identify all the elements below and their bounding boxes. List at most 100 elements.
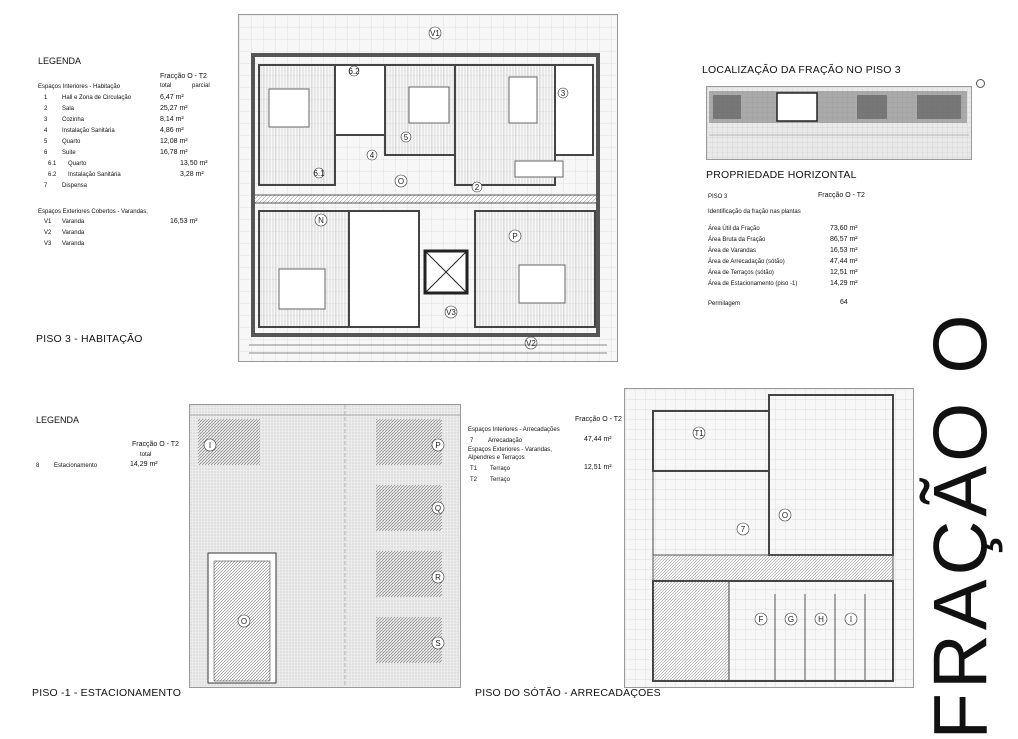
legend-row: V1 bbox=[44, 219, 52, 225]
legend-row-label: Cozinha bbox=[62, 117, 85, 123]
legend-row-partial: 13,50 m² bbox=[180, 160, 208, 167]
ownership-floor: PISO 3 bbox=[708, 194, 728, 200]
attic-row-total: 47,44 m² bbox=[584, 436, 612, 443]
attic-row-n: T2 bbox=[470, 477, 478, 483]
legend-row-label: Instalação Sanitária bbox=[68, 172, 121, 178]
attic-plan-drawing: T1 O 7 F G H I bbox=[624, 388, 914, 688]
legend-row: 6.2 bbox=[48, 172, 57, 178]
ownership-row-label: Área de Arrecadação (sótão) bbox=[708, 259, 785, 265]
floor3-plan-drawing: 6.2 3 5 4 6.1 2 O N P V1 V3 V2 bbox=[238, 14, 618, 362]
svg-text:G: G bbox=[788, 615, 794, 624]
ownership-row-label: Área de Varandas bbox=[708, 248, 756, 254]
floor3-interior-title: Espaços Interiores - Habitação bbox=[38, 84, 121, 90]
floor3-exterior-title: Espaços Exteriores Cobertos - Varandas, bbox=[38, 209, 148, 215]
legend-row-label: Dispensa bbox=[62, 183, 88, 189]
legend-row-label: Quarto bbox=[68, 161, 87, 167]
svg-text:P: P bbox=[435, 441, 440, 450]
svg-text:3: 3 bbox=[561, 89, 566, 98]
parking-row-n: 8 bbox=[36, 463, 40, 469]
svg-text:V3: V3 bbox=[446, 308, 456, 317]
legend-row: 6 bbox=[44, 150, 48, 156]
svg-text:4: 4 bbox=[370, 151, 375, 160]
legend-row: 4 bbox=[44, 128, 48, 134]
svg-text:V1: V1 bbox=[430, 29, 440, 38]
ownership-row-value: 47,44 m² bbox=[830, 258, 858, 265]
legend-row-total: 12,08 m² bbox=[160, 138, 188, 145]
attic-interior-title: Espaços Interiores - Arrecadações bbox=[468, 427, 560, 433]
svg-text:Q: Q bbox=[435, 504, 441, 513]
parking-col-total: total bbox=[140, 452, 152, 458]
svg-text:F: F bbox=[759, 615, 764, 624]
legend-row-total: 25,27 m² bbox=[160, 105, 188, 112]
svg-text:I: I bbox=[209, 441, 211, 450]
ownership-subtitle: Identificação da fração nas plantas bbox=[708, 209, 801, 215]
legend-row-label: Varanda bbox=[62, 230, 85, 236]
ownership-row-value: 14,29 m² bbox=[830, 280, 858, 287]
svg-text:H: H bbox=[818, 615, 824, 624]
svg-text:I: I bbox=[850, 615, 852, 624]
svg-text:N: N bbox=[318, 216, 324, 225]
ownership-fraction: Fracção O - T2 bbox=[818, 192, 865, 199]
floor3-caption: PISO 3 - HABITAÇÃO bbox=[36, 333, 143, 345]
ownership-row-label: Área de Estacionamento (piso -1) bbox=[708, 281, 798, 287]
svg-text:2: 2 bbox=[475, 183, 480, 192]
north-arrow-icon bbox=[976, 79, 985, 88]
legend-row-partial: 3,28 m² bbox=[180, 171, 204, 178]
permilage-label: Permilagem bbox=[708, 301, 741, 307]
parking-fraction-header: Fracção O - T2 bbox=[132, 441, 179, 448]
attic-row-total: 12,51 m² bbox=[584, 464, 612, 471]
svg-text:6.2: 6.2 bbox=[348, 67, 360, 76]
parking-row-label: Estacionamento bbox=[54, 463, 98, 469]
legend-row-label: Hall e Zona de Circulação bbox=[62, 95, 132, 101]
attic-exterior-title: Espaços Exteriores - Varandas, Alpendres… bbox=[468, 447, 552, 461]
svg-text:R: R bbox=[435, 573, 441, 582]
attic-row-label: Terraço bbox=[490, 466, 511, 472]
legend-row: 2 bbox=[44, 106, 48, 112]
svg-text:V2: V2 bbox=[526, 339, 536, 348]
attic-caption: PISO DO SÓTÃO - ARRECADAÇÕES bbox=[475, 687, 661, 699]
ownership-row-label: Área Útil da Fração bbox=[708, 226, 760, 232]
parking-legend-title: LEGENDA bbox=[36, 415, 80, 425]
legend-row-label: Instalação Sanitária bbox=[62, 128, 115, 134]
svg-text:5: 5 bbox=[404, 133, 409, 142]
legend-row-label: Varanda bbox=[62, 219, 85, 225]
location-title: LOCALIZAÇÃO DA FRAÇÃO NO PISO 3 bbox=[702, 64, 901, 76]
svg-text:S: S bbox=[435, 639, 440, 648]
legend-row-total: 16,53 m² bbox=[170, 218, 198, 225]
svg-text:P: P bbox=[512, 232, 517, 241]
legend-row: 1 bbox=[44, 95, 48, 101]
legend-row-label: Sala bbox=[62, 106, 75, 112]
attic-row-label: Terraço bbox=[490, 477, 511, 483]
legend-row-total: 6,47 m² bbox=[160, 94, 184, 101]
ownership-title: PROPRIEDADE HORIZONTAL bbox=[706, 169, 857, 181]
legend-row: V2 bbox=[44, 230, 52, 236]
attic-fraction-header: Fracção O - T2 bbox=[575, 416, 622, 423]
svg-text:7: 7 bbox=[741, 525, 746, 534]
legend-row: 6.1 bbox=[48, 161, 57, 167]
svg-text:6.1: 6.1 bbox=[313, 169, 325, 178]
fraction-vertical-title: FRAÇÃO O bbox=[918, 311, 1004, 739]
ownership-row-value: 12,51 m² bbox=[830, 269, 858, 276]
attic-row-n: 7 bbox=[470, 438, 474, 444]
svg-text:O: O bbox=[241, 617, 247, 626]
legend-row-label: Varanda bbox=[62, 241, 85, 247]
floor3-col-total: total bbox=[160, 83, 172, 89]
attic-row-label: Arrecadação bbox=[488, 438, 523, 444]
legend-row: 5 bbox=[44, 139, 48, 145]
legend-row-total: 4,86 m² bbox=[160, 127, 184, 134]
legend-row-label: Suite bbox=[62, 150, 76, 156]
svg-text:O: O bbox=[398, 177, 404, 186]
legend-row-total: 16,78 m² bbox=[160, 149, 188, 156]
legend-row: 7 bbox=[44, 183, 48, 189]
attic-row-n: T1 bbox=[470, 466, 478, 472]
floor3-fraction-header: Fracção O - T2 bbox=[160, 73, 207, 80]
svg-text:O: O bbox=[782, 511, 788, 520]
ownership-row-label: Área Bruta da Fração bbox=[708, 237, 766, 243]
ownership-row-value: 73,60 m² bbox=[830, 225, 858, 232]
permilage-value: 64 bbox=[840, 299, 848, 306]
location-key-plan bbox=[706, 86, 972, 160]
ownership-row-value: 16,53 m² bbox=[830, 247, 858, 254]
parking-plan-drawing: I P Q R S O bbox=[189, 404, 461, 688]
parking-row-total: 14,29 m² bbox=[130, 461, 158, 468]
legend-row: 3 bbox=[44, 117, 48, 123]
